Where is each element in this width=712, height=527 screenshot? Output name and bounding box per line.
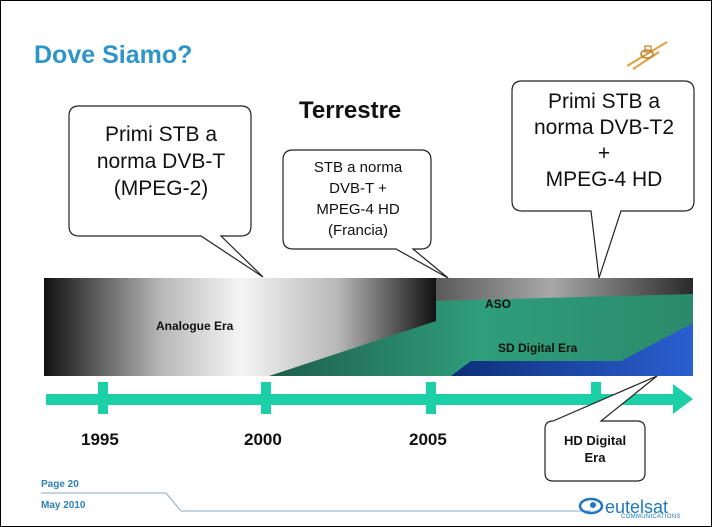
brand-name: eutelsat xyxy=(605,497,669,517)
tick-2000 xyxy=(261,382,271,414)
tick-2005 xyxy=(426,382,436,414)
callout-line: STB a norma xyxy=(313,159,403,176)
page-number: Page 20 xyxy=(41,479,79,490)
callout-line: norma DVB-T xyxy=(96,150,226,173)
callout-line: DVB-T + xyxy=(329,180,387,197)
subtitle-terrestre: Terrestre xyxy=(299,97,402,124)
page-title: Dove Siamo? xyxy=(34,41,193,69)
callout-line: HD Digital xyxy=(563,433,627,448)
callout-line: MPEG-4 HD xyxy=(316,201,400,218)
brand-subtitle: COMMUNICATIONS xyxy=(621,514,681,520)
callout-line: MPEG-4 HD xyxy=(545,168,663,191)
footer-rule xyxy=(41,492,591,512)
year-label: 1995 xyxy=(81,430,119,449)
aso-label: ASO xyxy=(485,297,512,311)
year-label: 2005 xyxy=(409,430,447,449)
callout-hd-text: HD Digital Era xyxy=(545,432,645,466)
callout-line: Primi STB a xyxy=(547,90,660,113)
callout-line: Primi STB a xyxy=(104,123,217,146)
callout-line: norma DVB-T2 xyxy=(533,116,675,139)
callout-france-bubble xyxy=(282,149,449,279)
callout-france-text: STB a norma DVB-T + MPEG-4 HD (Francia) xyxy=(285,157,431,241)
sd-digital-era-label: SD Digital Era xyxy=(498,341,578,355)
callout-line: Era xyxy=(584,450,606,465)
callout-line: + xyxy=(597,142,611,165)
eutelsat-logo-icon xyxy=(578,497,604,515)
timeline-axis xyxy=(46,394,676,405)
callout-line: (MPEG-2) xyxy=(113,177,209,200)
callout-dvbt2-bubble xyxy=(511,80,695,279)
footer-date: May 2010 xyxy=(41,500,86,511)
sd-digital-era-band xyxy=(269,294,693,376)
callout-dvbt-text: Primi STB a norma DVB-T (MPEG-2) xyxy=(71,121,251,202)
analogue-era-label: Analogue Era xyxy=(156,319,234,333)
callout-line: (Francia) xyxy=(327,222,388,239)
callout-dvbt-bubble xyxy=(68,105,264,278)
tick-2010 xyxy=(591,382,601,414)
timeline-arrowhead xyxy=(673,384,693,414)
satellite-icon xyxy=(626,41,668,70)
tick-1995 xyxy=(98,382,108,414)
callout-dvbt2-text: Primi STB a norma DVB-T2 + MPEG-4 HD xyxy=(514,89,694,193)
callout-hd-bubble xyxy=(544,375,658,482)
year-label: 2000 xyxy=(244,430,282,449)
hd-digital-era-band xyxy=(451,323,693,376)
